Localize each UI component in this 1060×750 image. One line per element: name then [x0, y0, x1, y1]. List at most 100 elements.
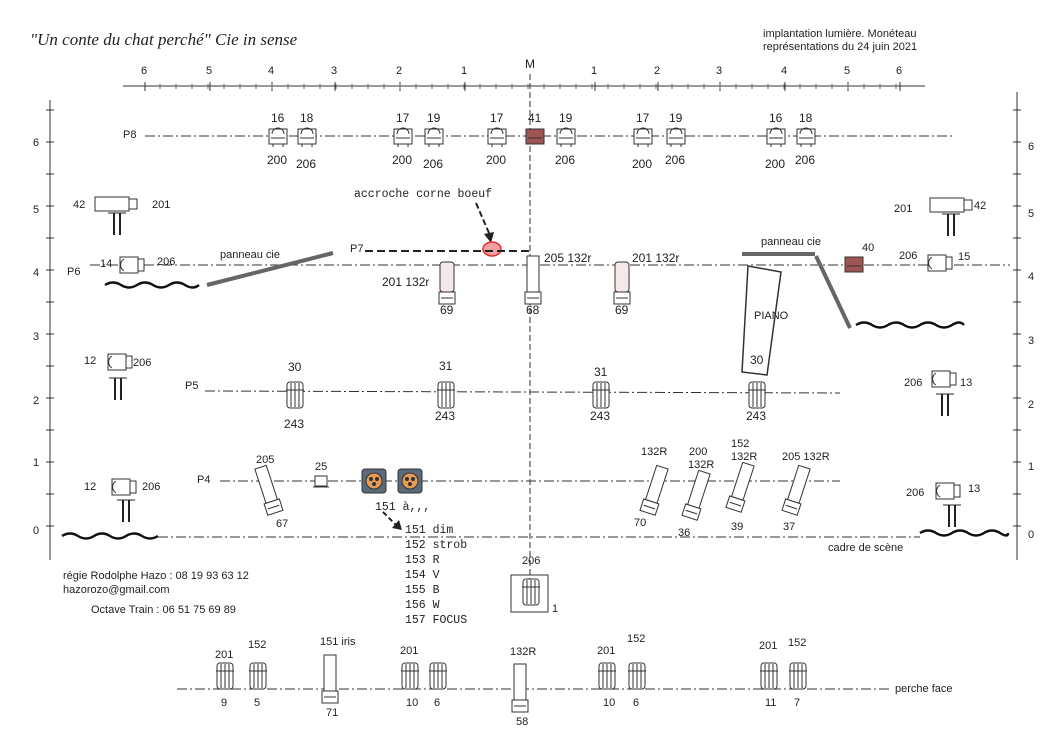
side-filter-right-0: 206: [906, 487, 924, 499]
perche-p4: P4 12 206 206 13 205 67 25 151 à,,, 132R…: [84, 438, 980, 539]
left-tick-0: 0: [33, 525, 39, 537]
accroche-point: [482, 241, 502, 257]
face-fixture-bottom: 71: [326, 707, 338, 719]
p4-f-filter: 205 132R: [782, 451, 830, 463]
side-filter-left-0: 206: [142, 481, 160, 493]
piano-outline: [741, 265, 782, 376]
p8-fixture-top: 19: [427, 111, 441, 125]
perche-label-p7: P7: [350, 243, 363, 255]
face-fixture-bottom: 11: [765, 697, 776, 709]
side-ch-right-4: 15: [958, 251, 970, 263]
side-filter-left-5: 201: [152, 199, 170, 211]
side-filter-right-2: 206: [904, 377, 922, 389]
face-fixture-top: 152: [788, 637, 806, 649]
fixture-1-ch: 1: [552, 603, 558, 615]
top-tick-right-5: 5: [844, 65, 850, 77]
top-tick-right-4: 4: [781, 65, 787, 77]
p5-fixture-top: 31: [594, 365, 608, 379]
side-row-2: 12 206 206 13: [84, 353, 972, 417]
top-tick-right-2: 2: [654, 65, 660, 77]
header-line-2: représentations du 24 juin 2021: [763, 41, 918, 53]
p4-e-ch: 39: [731, 521, 743, 533]
p5-fixture-bottom: 243: [590, 409, 610, 423]
side-ch-left-2: 12: [84, 355, 96, 367]
p8-fixture-top: 18: [300, 111, 314, 125]
face-fixture-bottom: 5: [254, 697, 260, 709]
face-fixture-top: 151 iris: [320, 636, 356, 648]
face-fixture-top: 201: [215, 649, 233, 661]
fixture-1-filter: 206: [522, 555, 540, 567]
left-tick-5: 5: [33, 204, 39, 216]
p8-fixture-bottom: 200: [486, 153, 506, 167]
face-fixture-top: 201: [759, 640, 777, 652]
accroche-annotation: accroche corne boeuf: [354, 188, 502, 257]
p8-fixture-bottom: 206: [555, 153, 575, 167]
p8-fixture-top: 17: [636, 111, 650, 125]
contact-email: hazorozo@gmail.com: [63, 584, 170, 596]
side-ch-right-0: 13: [968, 483, 980, 495]
face-fixture-top: 132R: [510, 646, 536, 658]
top-tick-left-1: 1: [461, 65, 467, 77]
p8-fixture-bottom: 206: [296, 157, 316, 171]
left-tick-6: 6: [33, 137, 39, 149]
side-ch-right-5: 42: [974, 200, 986, 212]
p7-fixture-ch: 69: [440, 303, 454, 317]
face-fixture-bottom: 6: [434, 697, 440, 709]
perche-p7: P7: [350, 243, 530, 255]
legend-item: 153 R: [405, 554, 440, 567]
p4-d-filter2: 132R: [688, 459, 714, 471]
left-tick-1: 1: [33, 457, 39, 469]
p8-fixture-top: 17: [396, 111, 410, 125]
p4-c-filter: 132R: [641, 446, 667, 458]
side-filter-left-2: 206: [133, 357, 151, 369]
perche-label-p6: P6: [67, 266, 80, 278]
p5-fixture-bottom: 243: [435, 409, 455, 423]
face-fixture-bottom: 7: [794, 697, 800, 709]
top-tick-left-4: 4: [268, 65, 274, 77]
face-fixture-top: 152: [627, 633, 645, 645]
p8-fixture-top: 19: [559, 111, 573, 125]
axis-center-label: M: [525, 57, 535, 71]
p8-fixture-bottom: 200: [392, 153, 412, 167]
cadre-label: cadre de scène: [828, 542, 903, 554]
left-tick-2: 2: [33, 395, 39, 407]
top-tick-left-3: 3: [331, 65, 337, 77]
p8-fixture-top: 16: [769, 111, 783, 125]
piano-label: PIANO: [754, 310, 789, 322]
face-fixture-bottom: 10: [406, 697, 418, 709]
side-row-5: 42 201 201 42: [73, 196, 986, 237]
p4-c-ch: 70: [634, 517, 646, 529]
legend-item: 155 B: [405, 584, 440, 597]
panneau-right-label: panneau cie: [761, 236, 821, 248]
face-fixture-bottom: 6: [633, 697, 639, 709]
p7-fixture-filter: 201 132r: [632, 251, 679, 265]
face-fixture-bottom: 10: [603, 697, 615, 709]
p4-d-ch: 36: [678, 527, 690, 539]
p8-fixture-bottom: 206: [665, 153, 685, 167]
p7-fixture-filter: 201 132r: [382, 275, 429, 289]
side-ch-left-5: 42: [73, 199, 85, 211]
face-fixture-bottom: 9: [221, 697, 227, 709]
p8-fixture-top: 17: [490, 111, 504, 125]
top-tick-right-1: 1: [591, 65, 597, 77]
face-fixture-top: 201: [597, 645, 615, 657]
p8-fixture-top: 18: [799, 111, 813, 125]
right-tick-5: 5: [1028, 208, 1034, 220]
contact-octave: Octave Train : 06 51 75 69 89: [91, 604, 236, 616]
p4-b-ch: 25: [315, 461, 327, 473]
p7-fixture-ch: 68: [526, 303, 540, 317]
right-tick-1: 1: [1028, 461, 1034, 473]
side-ch-left-0: 12: [84, 481, 96, 493]
perche-p6: P6 14 206 panneau cie panneau cie 40 206…: [67, 236, 1010, 376]
right-tick-2: 2: [1028, 399, 1034, 411]
p4-d-filter1: 200: [689, 446, 707, 458]
legend-item: 154 V: [405, 569, 440, 582]
p5-fixture-bottom: 243: [746, 409, 766, 423]
